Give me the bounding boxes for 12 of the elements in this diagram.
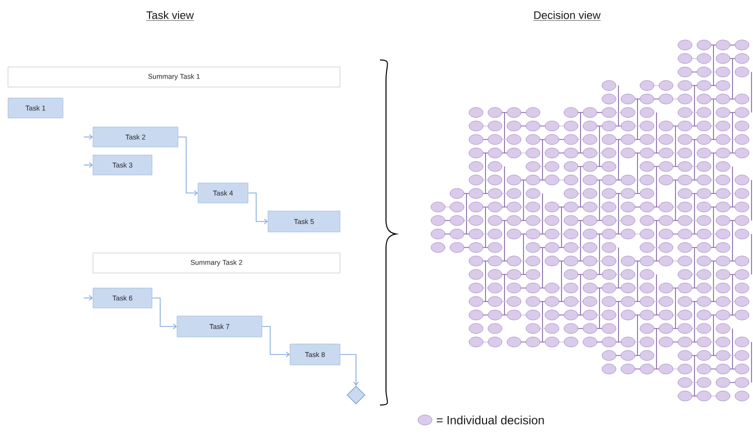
arrow <box>83 162 93 168</box>
heading: Decision view <box>533 10 601 21</box>
arrow <box>248 192 268 224</box>
legend-text: = Individual decision <box>436 416 544 424</box>
arrow <box>83 134 93 140</box>
arrow <box>152 298 177 330</box>
arrow <box>340 354 359 386</box>
arrow <box>178 136 198 196</box>
arrow <box>83 295 93 301</box>
milestone-diamond <box>346 386 366 404</box>
heading: Task view <box>146 10 194 21</box>
arrow <box>262 326 290 358</box>
